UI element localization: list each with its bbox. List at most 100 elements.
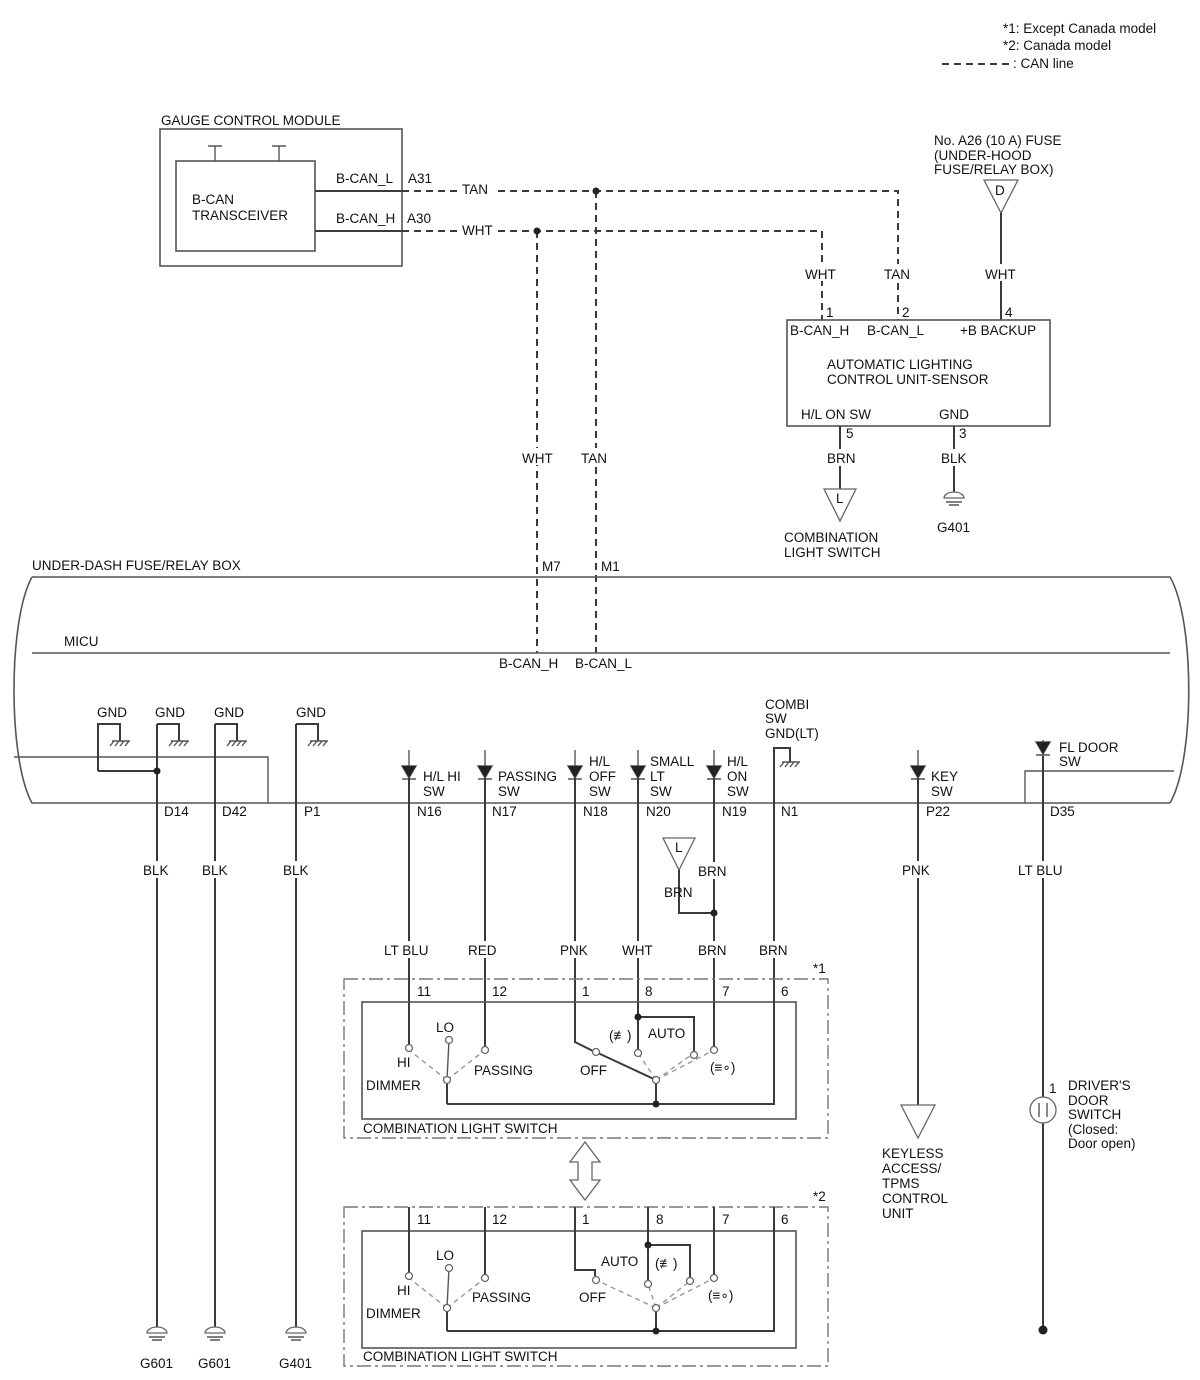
switch-2-pin-12: 12 (492, 1212, 507, 1227)
legend: *1: Except Canada model *2: Canada model… (942, 21, 1156, 71)
switch-2-dashed-border (343, 1206, 829, 1367)
micu-hl-on-2: ON (727, 769, 747, 784)
alcu-pin-1: 1 (826, 305, 834, 320)
alcu-hl-on-sw: H/L ON SW (801, 407, 871, 422)
wire-color-red-n17: RED (468, 943, 497, 958)
micu-term-d14: D14 (164, 804, 189, 819)
alcu-connector-letter: L (836, 491, 844, 506)
micu-hl-hi-1: H/L HI (423, 769, 461, 784)
switch-2-pin-11: 11 (417, 1212, 431, 1227)
can-bus: TAN WHT WHT TAN WHT TAN (402, 180, 916, 653)
wire-color-wht-top: WHT (462, 223, 493, 238)
alcu-ground-g401: G401 (937, 520, 970, 535)
micu-hl-off-2: OFF (589, 769, 616, 784)
legend-note-2: *2: Canada model (1003, 38, 1111, 53)
switch-1-mark: *1 (813, 961, 826, 976)
keyless-label-5: UNIT (882, 1206, 914, 1221)
double-arrow (568, 1140, 602, 1202)
switch-2-off: OFF (579, 1290, 606, 1305)
alcu-b-backup: +B BACKUP (960, 323, 1036, 338)
automatic-lighting-control-unit: 1 2 4 B-CAN_H B-CAN_L +B BACKUP AUTOMATI… (784, 305, 1051, 560)
switch-2-small-sym: (≢) (655, 1256, 678, 1271)
micu-combi-1: COMBI (765, 697, 809, 712)
fuse-a26: No. A26 (10 A) FUSE (UNDER-HOOD FUSE/REL… (934, 133, 1062, 320)
micu-b-can-l: B-CAN_L (575, 656, 633, 671)
wire-color-brn-n19-low: BRN (698, 943, 727, 958)
alcu-name-1: AUTOMATIC LIGHTING (827, 357, 973, 372)
ground-g601-a: G601 (140, 1356, 173, 1371)
switch-2-mark: *2 (813, 1189, 826, 1204)
micu-fl-door-2: SW (1059, 754, 1081, 769)
wire-color-pnk-n18: PNK (560, 943, 588, 958)
gauge-control-module: GAUGE CONTROL MODULE B-CAN TRANSCEIVER B… (159, 113, 432, 267)
wire-color-blk-d42: BLK (202, 863, 228, 878)
alcu-pin-5: 5 (846, 426, 854, 441)
micu-fl-door-1: FL DOOR (1059, 740, 1119, 755)
micu-term-p1: P1 (304, 804, 321, 819)
wire-color-blk-alcu-3: BLK (941, 451, 967, 466)
wire-color-wht-fuse: WHT (985, 267, 1016, 282)
switch-1-pin-6: 6 (781, 984, 789, 999)
micu-term-n1: N1 (781, 804, 798, 819)
switch-1-dashed-border (343, 978, 829, 1139)
gcm-terminal-a31: A31 (408, 171, 432, 186)
micu-hl-hi-2: SW (423, 784, 445, 799)
drivers-door-switch: 1 DRIVER'S DOOR SWITCH (Closed: Door ope… (1029, 1078, 1136, 1335)
micu-term-n16: N16 (417, 804, 442, 819)
micu-small-3: SW (650, 784, 672, 799)
micu-term-p22: P22 (926, 804, 950, 819)
alcu-pin-2: 2 (902, 305, 910, 320)
gcm-transceiver-box (175, 160, 316, 252)
micu-gnd-4: GND (296, 705, 326, 720)
alcu-pin-3: 3 (959, 426, 967, 441)
alcu-b-can-l: B-CAN_L (867, 323, 925, 338)
gcm-outer-box (159, 128, 403, 267)
micu-term-n20: N20 (646, 804, 671, 819)
wire-color-brn-alcu-5: BRN (827, 451, 856, 466)
wire-color-tan-top: TAN (462, 182, 488, 197)
switch-1-dimmer: DIMMER (366, 1078, 421, 1093)
micu-term-n18: N18 (583, 804, 608, 819)
micu-key-1: KEY (931, 769, 958, 784)
ground-g401: G401 (279, 1356, 312, 1371)
switch-2-hi: HI (397, 1283, 411, 1298)
micu-term-n19: N19 (722, 804, 747, 819)
gcm-pin-can-h: B-CAN_H (336, 211, 395, 226)
alcu-connector-l-triangle (822, 488, 858, 523)
micu-small-2: LT (650, 769, 665, 784)
micu-b-can-h: B-CAN_H (499, 656, 558, 671)
door-switch-label-4: (Closed: (1068, 1122, 1118, 1137)
switch-2-pin-8: 8 (656, 1212, 664, 1227)
gcm-title: GAUGE CONTROL MODULE (161, 113, 341, 128)
alcu-box (786, 319, 1051, 427)
switch-2-pin-6: 6 (781, 1212, 789, 1227)
micu-passing-1: PASSING (498, 769, 557, 784)
switch-1-pin-1: 1 (582, 984, 590, 999)
switch-1-passing: PASSING (474, 1063, 533, 1078)
door-switch-label-1: DRIVER'S (1068, 1078, 1131, 1093)
micu-combi-3: GND(LT) (765, 726, 819, 741)
micu-hl-off-1: H/L (589, 754, 611, 769)
switch-1-pin-7: 7 (722, 984, 730, 999)
switch-1-off: OFF (580, 1063, 607, 1078)
micu-label: MICU (64, 634, 99, 649)
ground-g601-b: G601 (198, 1356, 231, 1371)
micu-switch-inputs: H/L HI SW PASSING SW H/L OFF SW SMALL LT… (382, 697, 1174, 1330)
switch-1-auto: AUTO (648, 1026, 685, 1041)
alcu-pin-4: 4 (1005, 305, 1013, 320)
switch-1-pin-12: 12 (492, 984, 507, 999)
wire-color-wht-n20: WHT (622, 943, 653, 958)
micu-term-n17: N17 (492, 804, 517, 819)
fuse-connector-letter: D (995, 183, 1005, 198)
switch-1-lo: LO (436, 1020, 454, 1035)
micu-hl-on-3: SW (727, 784, 749, 799)
alcu-to-switch-1: COMBINATION (784, 530, 878, 545)
door-switch-label-5: Door open) (1068, 1136, 1136, 1151)
legend-can-line-label: : CAN line (1013, 56, 1074, 71)
micu-term-d42: D42 (222, 804, 247, 819)
fuse-label-2: (UNDER-HOOD (934, 148, 1032, 163)
fuse-label-3: FUSE/RELAY BOX) (934, 162, 1054, 177)
wire-color-brn-l: BRN (664, 885, 693, 900)
alcu-b-can-h: B-CAN_H (790, 323, 849, 338)
